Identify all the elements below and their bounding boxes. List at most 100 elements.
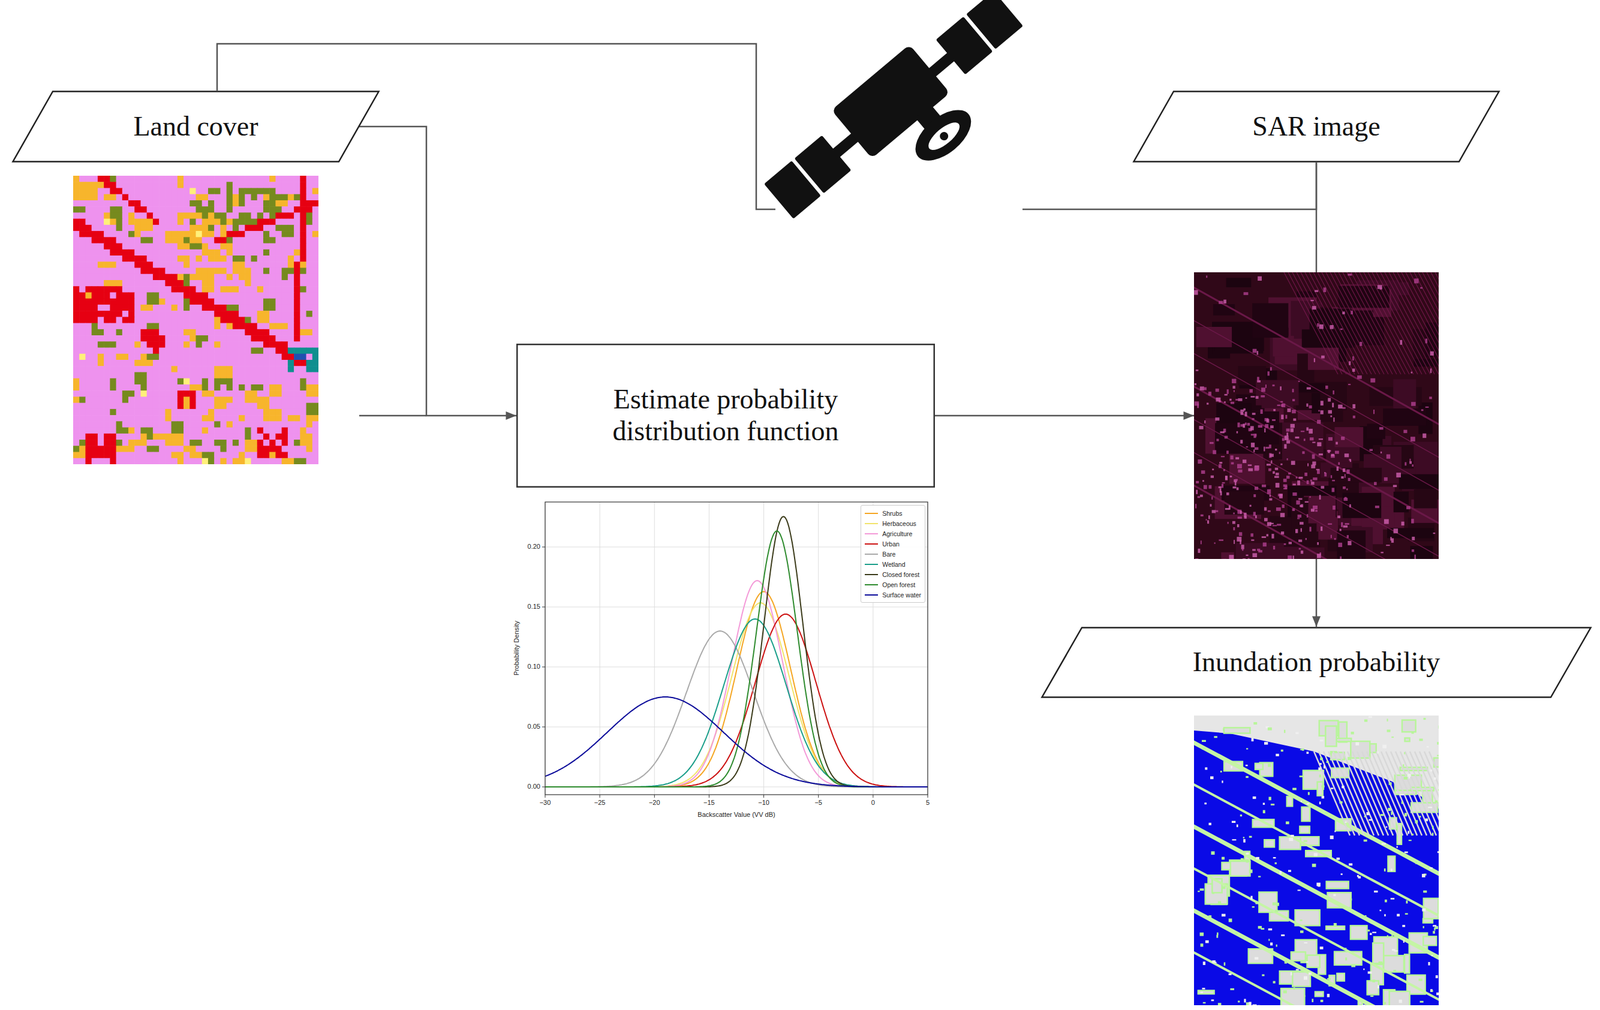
land-cover-cell — [171, 230, 179, 238]
land-cover-cell — [244, 292, 252, 299]
land-cover-cell — [299, 347, 307, 355]
land-cover-cell — [275, 323, 282, 330]
land-cover-cell — [122, 230, 129, 238]
land-cover-cell — [122, 236, 129, 244]
land-cover-cell — [214, 280, 221, 287]
land-cover-cell — [263, 371, 270, 379]
land-cover-cell — [226, 194, 234, 201]
land-cover-cell — [183, 274, 191, 281]
land-cover-cell — [85, 341, 92, 348]
land-cover-cell — [232, 212, 240, 219]
land-cover-cell — [299, 212, 307, 219]
land-cover-cell — [299, 439, 307, 447]
land-cover-cell — [103, 261, 111, 269]
land-cover-cell — [146, 439, 154, 447]
land-cover-cell — [85, 298, 92, 306]
land-cover-cell — [177, 206, 185, 213]
land-cover-cell — [109, 371, 117, 379]
land-cover-cell — [269, 274, 276, 281]
land-cover-cell — [189, 206, 197, 213]
land-cover-cell — [73, 414, 80, 422]
land-cover-cell — [238, 452, 246, 459]
land-cover-cell — [238, 427, 246, 435]
land-cover-cell — [158, 452, 166, 459]
land-cover-cell — [97, 341, 105, 348]
land-cover-cell — [257, 439, 264, 447]
land-cover-cell — [263, 420, 270, 428]
land-cover-cell — [238, 408, 246, 416]
land-cover-cell — [202, 230, 209, 238]
land-cover-cell — [312, 200, 319, 207]
land-cover-cell — [91, 323, 99, 330]
land-cover-cell — [128, 341, 135, 348]
land-cover-cell — [263, 402, 270, 410]
land-cover-cell — [244, 452, 252, 459]
land-cover-cell — [287, 181, 295, 189]
land-cover-cell — [189, 378, 197, 386]
land-cover-cell — [91, 200, 99, 207]
land-cover-cell — [103, 335, 111, 342]
land-cover-cell — [85, 261, 92, 269]
land-cover-cell — [116, 316, 123, 324]
land-cover-cell — [103, 268, 111, 275]
land-cover-cell — [226, 384, 234, 392]
land-cover-cell — [244, 236, 252, 244]
land-cover-cell — [287, 439, 295, 447]
land-cover-cell — [103, 402, 111, 410]
land-cover-cell — [196, 433, 203, 441]
land-cover-cell — [220, 206, 227, 213]
land-cover-cell — [306, 323, 314, 330]
land-cover-cell — [189, 335, 197, 342]
land-cover-cell — [287, 341, 295, 348]
land-cover-cell — [251, 212, 258, 219]
land-cover-cell — [140, 236, 147, 244]
land-cover-cell — [232, 433, 240, 441]
land-cover-cell — [103, 347, 111, 355]
land-cover-cell — [97, 420, 105, 428]
land-cover-cell — [85, 445, 92, 453]
land-cover-cell — [140, 347, 147, 355]
land-cover-cell — [79, 359, 86, 367]
land-cover-cell — [85, 255, 92, 263]
land-cover-cell — [208, 341, 215, 348]
land-cover-cell — [134, 408, 141, 416]
land-cover-cell — [171, 218, 179, 226]
land-cover-cell — [152, 414, 160, 422]
land-cover-cell — [103, 433, 111, 441]
land-cover-cell — [85, 224, 92, 232]
land-cover-cell — [299, 323, 307, 330]
land-cover-cell — [281, 347, 289, 355]
land-cover-cell — [122, 292, 129, 299]
land-cover-cell — [171, 187, 179, 195]
land-cover-cell — [299, 280, 307, 287]
land-cover-cell — [103, 390, 111, 398]
land-cover-cell — [158, 286, 166, 293]
land-cover-cell — [306, 439, 314, 447]
land-cover-cell — [196, 230, 203, 238]
land-cover-cell — [85, 414, 92, 422]
sar-field — [1213, 304, 1235, 316]
land-cover-cell — [299, 249, 307, 257]
land-cover-cell — [196, 175, 203, 183]
land-cover-cell — [312, 452, 319, 459]
land-cover-cell — [189, 371, 197, 379]
land-cover-cell — [287, 236, 295, 244]
land-cover-cell — [152, 218, 160, 226]
land-cover-cell — [109, 236, 117, 244]
land-cover-cell — [164, 323, 172, 330]
land-cover-cell — [251, 341, 258, 348]
land-cover-cell — [109, 347, 117, 355]
land-cover-cell — [79, 304, 86, 312]
land-cover-cell — [312, 414, 319, 422]
land-cover-cell — [73, 458, 80, 465]
land-cover-cell — [257, 414, 264, 422]
land-cover-cell — [306, 230, 314, 238]
land-cover-cell — [97, 378, 105, 386]
land-cover-cell — [146, 335, 154, 342]
land-cover-cell — [196, 194, 203, 201]
land-cover-cell — [269, 353, 276, 361]
land-cover-cell — [164, 378, 172, 386]
land-cover-cell — [275, 194, 282, 201]
land-cover-cell — [208, 261, 215, 269]
land-cover-cell — [158, 298, 166, 306]
